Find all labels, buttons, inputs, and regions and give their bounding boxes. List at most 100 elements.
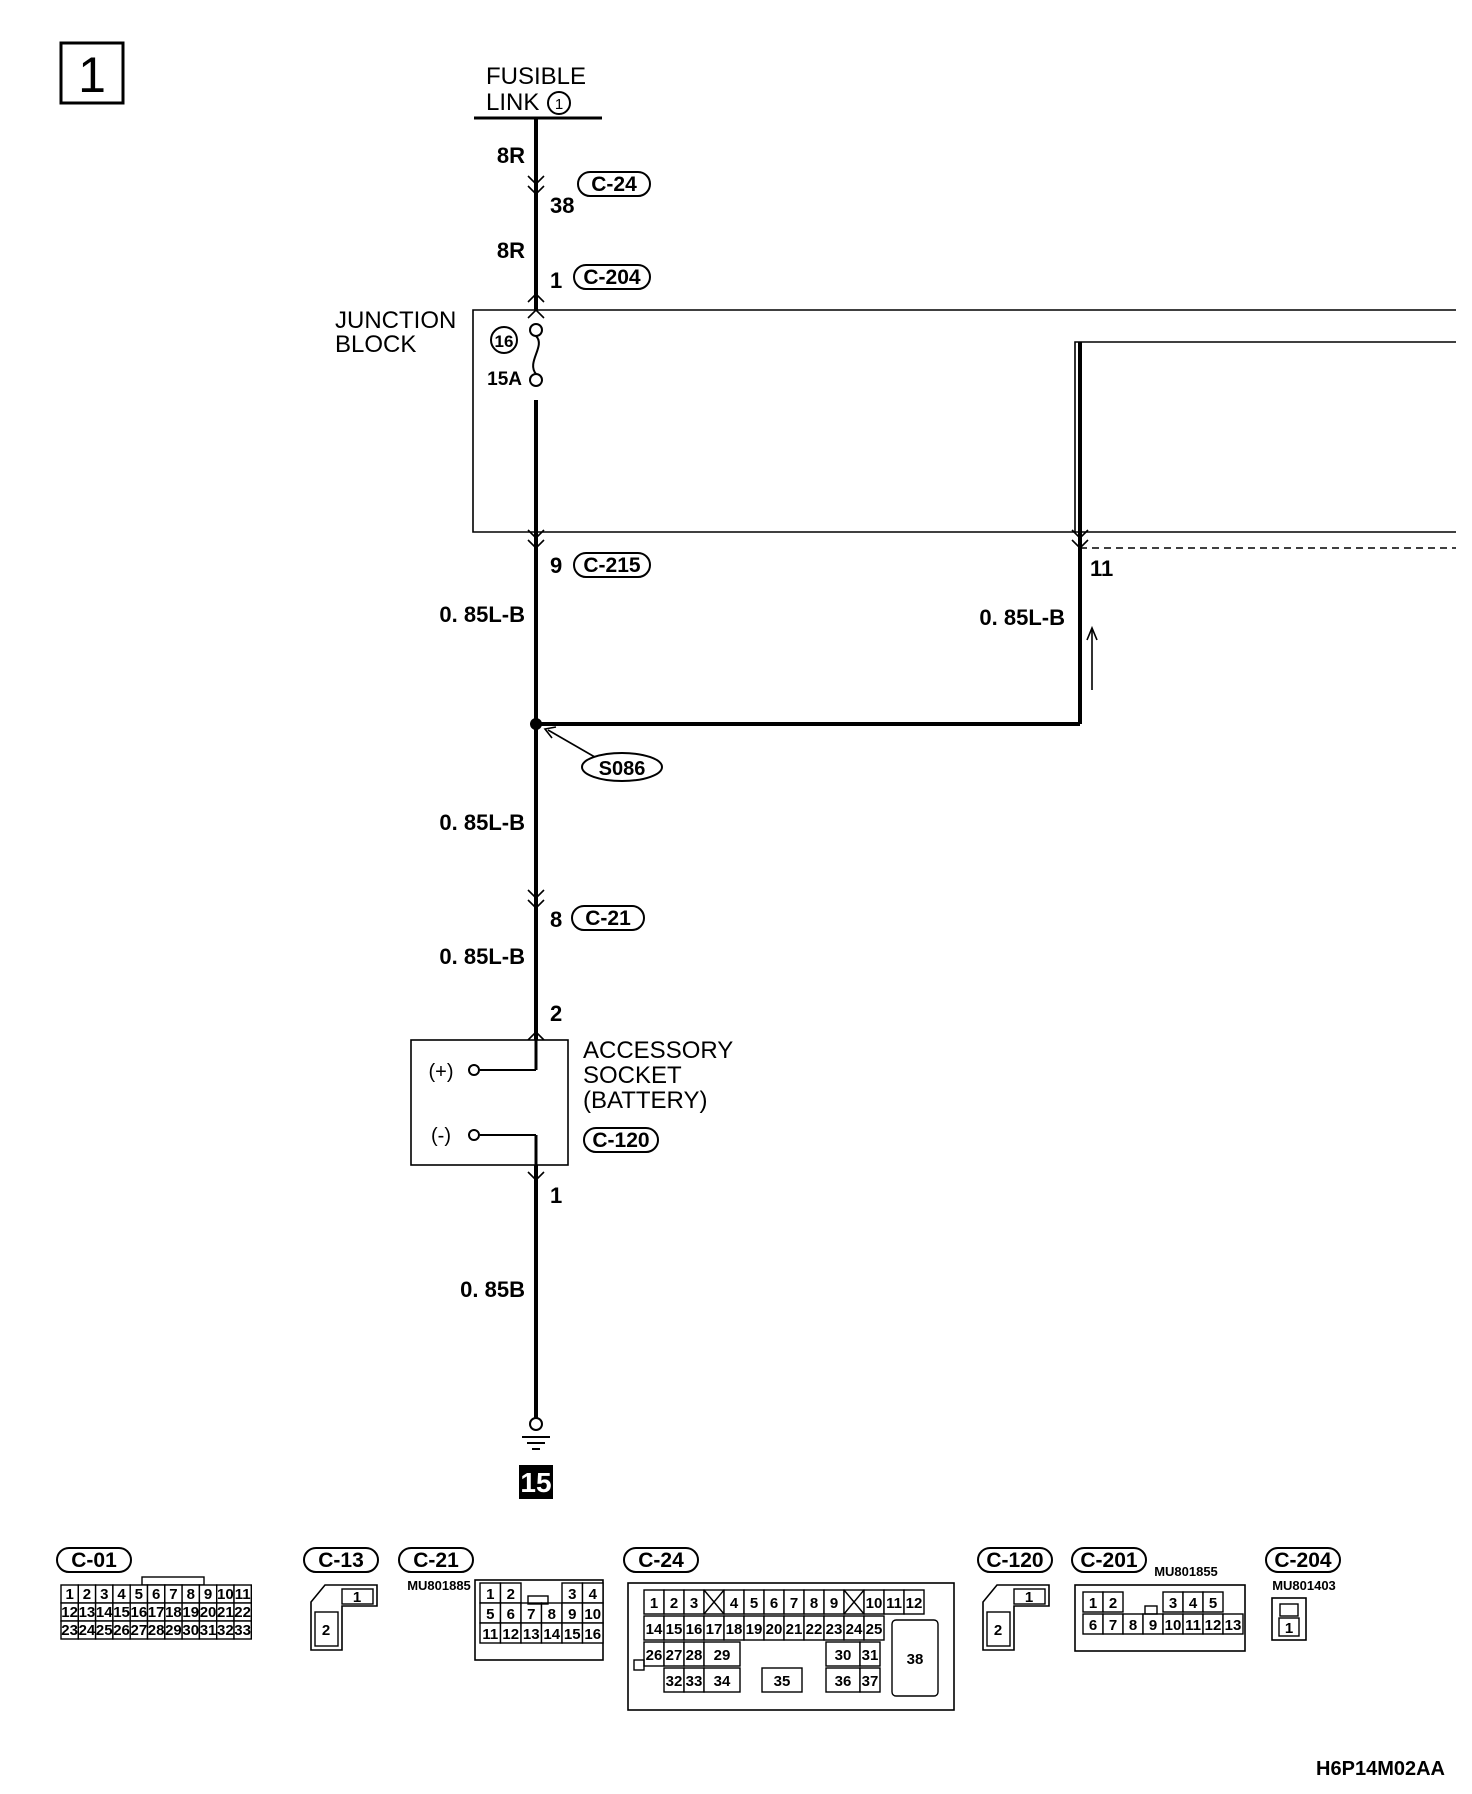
- c24-pin: 6: [770, 1595, 778, 1612]
- c01-pin: 4: [117, 1586, 126, 1603]
- pin-11-label: 11: [1090, 556, 1113, 581]
- pin-8-label: 8: [550, 907, 562, 932]
- c01-pin: 15: [113, 1604, 130, 1621]
- pin-9-label: 9: [550, 553, 562, 578]
- c01-pin: 19: [182, 1604, 199, 1621]
- c201-pin: 11: [1185, 1617, 1201, 1634]
- c01-pin: 12: [61, 1604, 78, 1621]
- c13-tag: [303, 1547, 379, 1573]
- c201-pin: 1: [1089, 1595, 1097, 1612]
- c21-mating-chevrons: [527, 889, 545, 910]
- c24-pin: 29: [714, 1647, 731, 1664]
- c24-pin: 28: [686, 1647, 703, 1664]
- c24-pin: 7: [790, 1595, 798, 1612]
- c201-pin: 8: [1129, 1617, 1137, 1634]
- direction-arrow: [1086, 625, 1098, 690]
- c01-pin: 30: [182, 1622, 199, 1639]
- c21-pin: 1: [486, 1586, 494, 1603]
- c01-pin: 7: [169, 1586, 177, 1603]
- c21-pin: 10: [584, 1606, 601, 1623]
- c201-pin: 9: [1149, 1617, 1157, 1634]
- c24-pin: 25: [866, 1621, 883, 1638]
- c21-tag: [398, 1547, 474, 1573]
- c01-pin: 13: [79, 1604, 96, 1621]
- figure-code: H6P14M02AA: [1316, 1758, 1445, 1780]
- c24-pin: 8: [810, 1595, 818, 1612]
- c21-pin: 8: [548, 1606, 556, 1623]
- fuse-number: 16: [495, 332, 514, 351]
- c120-tag: [977, 1547, 1053, 1573]
- c24-pin: 10: [866, 1595, 883, 1612]
- c204-pin: 1: [1285, 1620, 1293, 1637]
- c21-pin: 6: [507, 1606, 515, 1623]
- c13-pin: 2: [322, 1622, 330, 1639]
- svg-text:C-204: C-204: [583, 266, 641, 289]
- c01-pin: 16: [131, 1604, 148, 1621]
- c21-pin: 9: [568, 1606, 576, 1623]
- c01-pin: 9: [204, 1586, 212, 1603]
- c24-pin: 38: [907, 1651, 924, 1668]
- c24-pin: 27: [666, 1647, 683, 1664]
- c201-label: C-201: [1080, 1549, 1138, 1572]
- c21-cell: [581, 1622, 604, 1644]
- fusible-link-line1: FUSIBLE: [486, 63, 586, 90]
- c24-pin: 15: [666, 1621, 683, 1638]
- c01-pin: 10: [217, 1586, 234, 1603]
- wire-label-085lb-3: 0. 85L-B: [439, 944, 525, 969]
- splice-tag-s086: S086: [543, 726, 663, 782]
- c01-pin: 17: [148, 1604, 165, 1621]
- c21-pin: 5: [486, 1606, 494, 1623]
- c01-pin: 25: [96, 1622, 113, 1639]
- c24-pin: 5: [750, 1595, 758, 1612]
- c01-pin: 24: [79, 1622, 96, 1639]
- c24-pin: 34: [714, 1673, 731, 1690]
- page-number: 1: [59, 41, 125, 105]
- c01-pin: 14: [96, 1604, 113, 1621]
- c24-pin: 1: [650, 1595, 658, 1612]
- c24-pin: 20: [766, 1621, 783, 1638]
- junction-block-line1: JUNCTION: [335, 307, 456, 334]
- c13-pin: 1: [353, 1589, 361, 1606]
- connector-tag-c21: C-21: [571, 905, 645, 931]
- c01-pin: 29: [165, 1622, 182, 1639]
- c120-label: C-120: [986, 1549, 1043, 1572]
- c24-pin: 12: [906, 1595, 923, 1612]
- c204-tag: [1265, 1547, 1341, 1573]
- c24-pin: 33: [686, 1673, 703, 1690]
- c01-pin: 20: [200, 1604, 217, 1621]
- ground-number: 15: [520, 1467, 551, 1498]
- wire-label-8r-top: 8R: [497, 143, 525, 168]
- c201-pin: 10: [1165, 1617, 1182, 1634]
- c01-pin: 33: [234, 1622, 251, 1639]
- c201-pin: 12: [1205, 1617, 1222, 1634]
- wire-label-085lb-1: 0. 85L-B: [439, 602, 525, 627]
- pin-1-top-label: 1: [550, 268, 562, 293]
- c201-pin: 5: [1209, 1595, 1217, 1612]
- c24-pin: 37: [862, 1673, 879, 1690]
- c201-pin: 13: [1225, 1617, 1242, 1634]
- c201-pin: 7: [1109, 1617, 1117, 1634]
- svg-text:C-21: C-21: [585, 907, 631, 930]
- c24-pin: 32: [666, 1673, 683, 1690]
- c21-pin: 15: [564, 1626, 581, 1643]
- c01-pin: 27: [131, 1622, 148, 1639]
- c21-label: C-21: [413, 1549, 459, 1572]
- socket-name-line3: (BATTERY): [583, 1087, 707, 1114]
- c24-pin: 30: [835, 1647, 852, 1664]
- c204-chevron: [527, 292, 545, 303]
- c24-mating-chevrons: [527, 175, 545, 196]
- c13-label: C-13: [318, 1549, 364, 1572]
- c01-pin: 21: [217, 1604, 234, 1621]
- ground-symbol: 15: [519, 1417, 553, 1499]
- pin-1-bottom-label: 1: [550, 1183, 562, 1208]
- c01-pin: 2: [83, 1586, 91, 1603]
- c21-pin: 2: [507, 1586, 515, 1603]
- pin-1-chevron: [527, 1171, 545, 1182]
- c01-tag: [56, 1547, 132, 1573]
- c24-pin: 31: [862, 1647, 879, 1664]
- c21-pin: 4: [589, 1586, 598, 1603]
- c01-pin: 22: [234, 1604, 251, 1621]
- c21-pin: 16: [584, 1626, 601, 1643]
- junction-block-line2: BLOCK: [335, 331, 416, 358]
